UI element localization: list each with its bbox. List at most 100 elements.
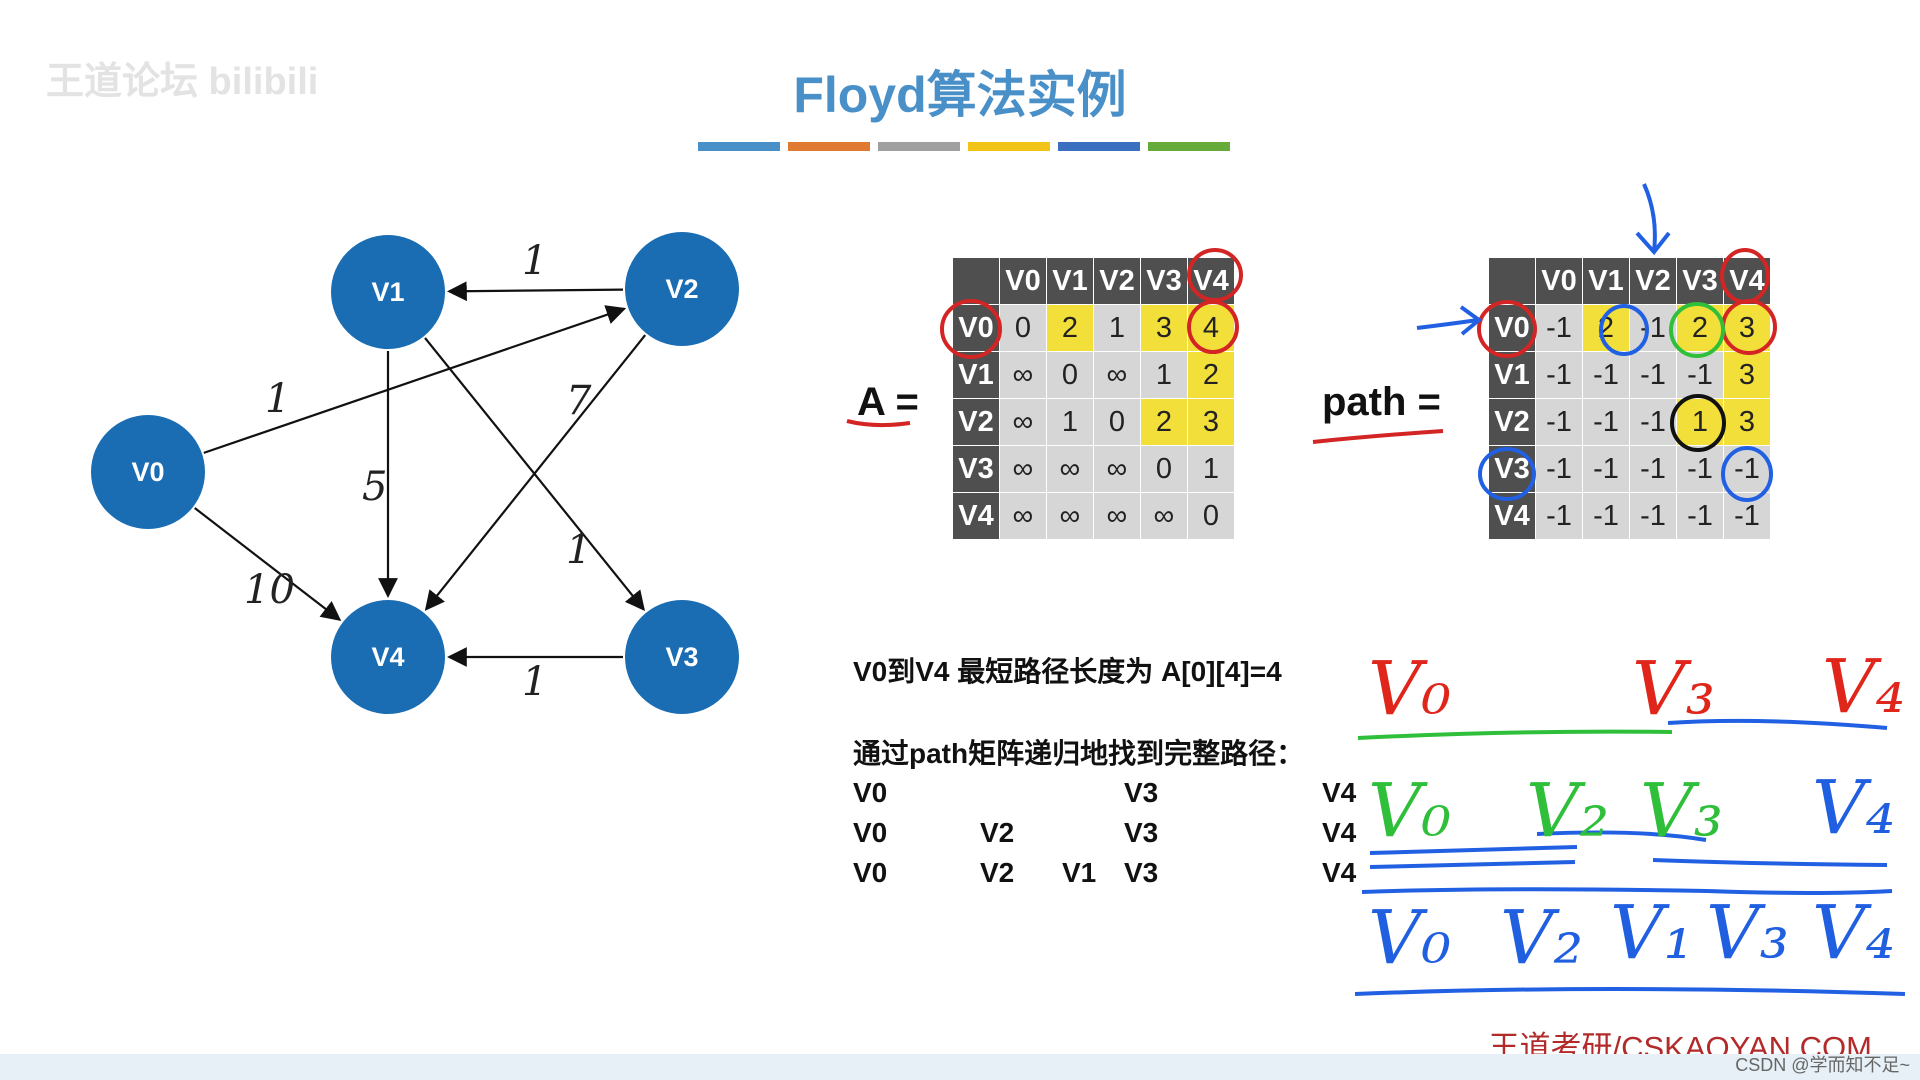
path-row-vertex: V4 bbox=[1322, 777, 1357, 808]
edge-v2-v1 bbox=[447, 281, 624, 302]
edge-weight-label: 1 bbox=[566, 527, 592, 573]
node-v3: V3 bbox=[625, 600, 739, 714]
matrix-cell: 3 bbox=[1187, 398, 1235, 446]
edge-weight-label: 7 bbox=[566, 378, 592, 424]
handwritten-vertex: V₀ bbox=[1368, 768, 1452, 854]
arrow-mark bbox=[1416, 318, 1479, 330]
handwritten-vertex: V₂ bbox=[1526, 768, 1610, 854]
handwritten-vertex: V₄ bbox=[1812, 890, 1896, 976]
csdn-credit: CSDN @学而知不足~ bbox=[1735, 1055, 1910, 1075]
bottom-strip bbox=[0, 1054, 1920, 1080]
matrix-cell: -1 bbox=[1676, 445, 1724, 493]
matrix-cell: ∞ bbox=[1046, 492, 1094, 540]
node-v2: V2 bbox=[625, 232, 739, 346]
matrix-cell: ∞ bbox=[999, 398, 1047, 446]
handwritten-vertex: V₃ bbox=[1632, 646, 1716, 732]
edge-weight-label: 10 bbox=[244, 567, 295, 613]
circle-mark bbox=[1599, 304, 1649, 356]
matrix-cell: -1 bbox=[1535, 445, 1583, 493]
matrix-cell: 0 bbox=[1187, 492, 1235, 540]
matrix-cell: -1 bbox=[1582, 492, 1630, 540]
underline-mark bbox=[846, 419, 911, 428]
matrix-cell: ∞ bbox=[1140, 492, 1188, 540]
underline-mark bbox=[1361, 887, 1893, 895]
path-row-vertex: V3 bbox=[1124, 777, 1159, 808]
circle-mark bbox=[1187, 300, 1239, 354]
matrix-col-header: V0 bbox=[1535, 257, 1583, 305]
node-v4: V4 bbox=[331, 600, 445, 714]
matrix-row-header: V4 bbox=[952, 492, 1000, 540]
color-bar-segment bbox=[968, 142, 1050, 151]
matrix-cell: -1 bbox=[1535, 398, 1583, 446]
matrix-corner bbox=[952, 257, 1000, 305]
matrix-cell: 2 bbox=[1187, 351, 1235, 399]
matrix-col-header: V4 bbox=[1723, 257, 1771, 305]
circle-mark bbox=[1721, 299, 1777, 355]
handwritten-vertex: V₄ bbox=[1822, 644, 1906, 730]
matrix-cell: ∞ bbox=[1046, 445, 1094, 493]
path-row-vertex: V0 bbox=[853, 777, 888, 808]
underline-mark bbox=[1369, 860, 1576, 869]
circle-mark bbox=[1721, 446, 1773, 502]
matrix-cell: -1 bbox=[1582, 445, 1630, 493]
matrix-cell: 3 bbox=[1723, 398, 1771, 446]
matrix-cell: -1 bbox=[1535, 304, 1583, 352]
handwritten-vertex: V₂ bbox=[1500, 895, 1584, 981]
edge-v0-v4 bbox=[194, 507, 342, 621]
circle-mark bbox=[1720, 248, 1770, 304]
matrix-col-header: V2 bbox=[1629, 257, 1677, 305]
edge-v1-v3 bbox=[424, 337, 645, 612]
matrix-cell: -1 bbox=[1629, 398, 1677, 446]
path-row-vertex: V3 bbox=[1124, 817, 1159, 848]
edge-v0-v2 bbox=[203, 305, 627, 454]
watermark: 王道论坛 bilibili bbox=[46, 61, 319, 103]
matrix-row-header: V1 bbox=[952, 351, 1000, 399]
shortest-length-text: V0到V4 最短路径长度为 A[0][4]=4 bbox=[853, 656, 1282, 687]
matrix-cell: 0 bbox=[1140, 445, 1188, 493]
edge-weight-label: 1 bbox=[522, 659, 548, 705]
edge-v2-v4 bbox=[424, 334, 647, 611]
handwritten-vertex: V₃ bbox=[1706, 890, 1790, 976]
node-v0: V0 bbox=[91, 415, 205, 529]
matrix-cell: -1 bbox=[1535, 351, 1583, 399]
matrix-cell: 3 bbox=[1140, 304, 1188, 352]
matrix-cell: ∞ bbox=[999, 351, 1047, 399]
matrix-col-header: V0 bbox=[999, 257, 1047, 305]
path-row-vertex: V0 bbox=[853, 857, 888, 888]
matrix-cell: 2 bbox=[1046, 304, 1094, 352]
matrix-cell: -1 bbox=[1676, 351, 1724, 399]
matrix-cell: 3 bbox=[1723, 304, 1771, 352]
edge-weight-label: 1 bbox=[265, 376, 291, 422]
node-v1: V1 bbox=[331, 235, 445, 349]
matrix-cell: 1 bbox=[1187, 445, 1235, 493]
path-row-vertex: V0 bbox=[853, 817, 888, 848]
circle-mark bbox=[940, 299, 1002, 359]
color-bar-segment bbox=[1148, 142, 1230, 151]
path-row-vertex: V2 bbox=[980, 817, 1015, 848]
path-row-vertex: V4 bbox=[1322, 817, 1357, 848]
handwritten-vertex: V₃ bbox=[1640, 768, 1724, 854]
color-bar-segment bbox=[788, 142, 870, 151]
underline-mark bbox=[1652, 858, 1888, 867]
matrix-cell: -1 bbox=[1535, 492, 1583, 540]
arrow-mark bbox=[1635, 231, 1671, 256]
underline-mark bbox=[1357, 729, 1673, 740]
matrix-row-header: V1 bbox=[1488, 351, 1536, 399]
matrix-cell: 1 bbox=[1140, 351, 1188, 399]
circle-mark bbox=[1670, 394, 1726, 452]
matrix-a-label: A = bbox=[857, 380, 919, 424]
underline-mark bbox=[1312, 429, 1444, 444]
arrow-mark bbox=[1459, 305, 1483, 336]
matrix-row-header: V2 bbox=[952, 398, 1000, 446]
path-row-vertex: V4 bbox=[1322, 857, 1357, 888]
matrix-cell: 1 bbox=[1093, 304, 1141, 352]
underline-mark bbox=[1536, 830, 1707, 842]
handwritten-vertex: V₀ bbox=[1368, 646, 1452, 732]
graph-diagram bbox=[194, 281, 647, 667]
matrix-col-header: V2 bbox=[1093, 257, 1141, 305]
recursion-text: 通过path矩阵递归地找到完整路径： bbox=[853, 738, 1305, 769]
matrix-cell: ∞ bbox=[1093, 492, 1141, 540]
matrix-row-header: V2 bbox=[1488, 398, 1536, 446]
underline-mark bbox=[1369, 845, 1578, 855]
